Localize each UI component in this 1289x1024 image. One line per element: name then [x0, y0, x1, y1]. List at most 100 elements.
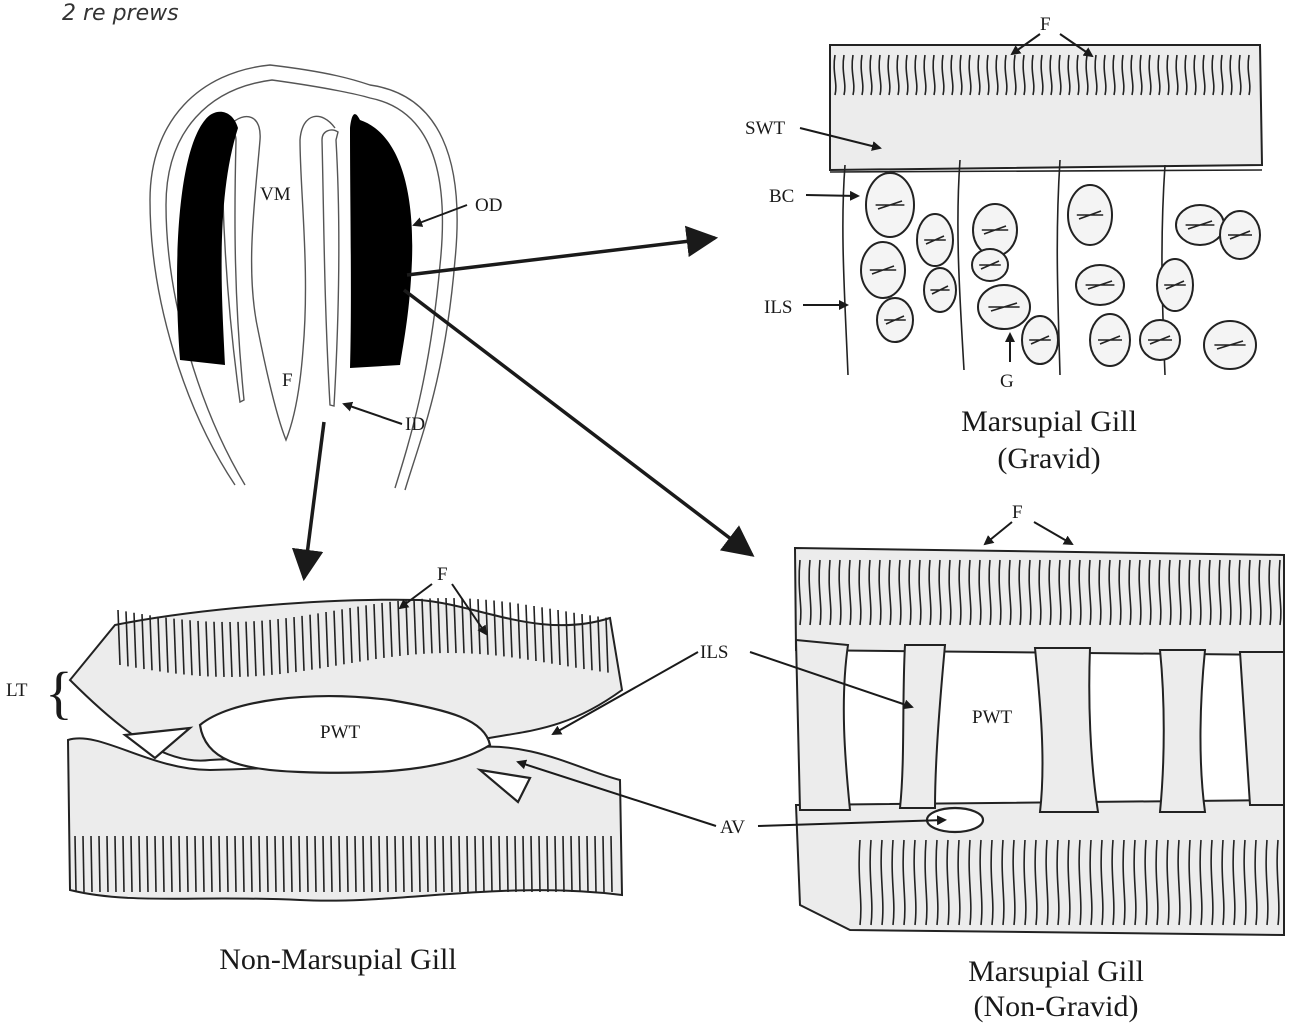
label-vm: VM [260, 184, 291, 205]
gill-filament [587, 836, 588, 892]
gill-filament [283, 836, 284, 892]
gill-filament [203, 836, 204, 892]
id-pointer-arrow [344, 404, 402, 424]
label-pwt-nonmarsupial: PWT [320, 722, 361, 743]
gill-filament [571, 836, 572, 892]
gill-filament [411, 836, 412, 892]
nongravid-septum-3 [1160, 650, 1205, 812]
gill-filament [315, 836, 316, 892]
gill-filament [267, 836, 268, 892]
gill-filament [475, 836, 476, 892]
arrow-to-non-marsupial [304, 422, 324, 578]
gill-filament [547, 836, 548, 892]
gill-filament [491, 836, 492, 892]
gravid-eggs [861, 173, 1260, 369]
gill-filament [531, 836, 532, 892]
gill-filament [579, 836, 580, 892]
gravid-septum-top [830, 170, 1262, 172]
scribble-digit: 2 re prews [62, 1, 179, 26]
gill-filament [427, 836, 428, 892]
gill-filament [291, 836, 292, 892]
caption-non-marsupial: Non-Marsupial Gill [219, 943, 456, 976]
gill-filament [339, 836, 340, 892]
gill-filament [251, 836, 252, 892]
gill-filament [611, 836, 612, 892]
gill-filament [443, 836, 444, 892]
outer-demibranch-left-gill [177, 112, 238, 365]
f-arrow-ng-right [1034, 522, 1072, 544]
caption-gravid-line1: Marsupial Gill [961, 405, 1137, 438]
nongravid-septum-2 [1035, 648, 1098, 812]
label-id: ID [405, 414, 425, 435]
visceral-mass-outline [230, 116, 335, 440]
gravid-outer-lamella [830, 45, 1262, 170]
gill-filament [107, 836, 108, 892]
nongravid-septum-1 [900, 645, 945, 808]
gill-filament [243, 836, 244, 892]
gill-filament [507, 836, 508, 892]
label-swt: SWT [745, 118, 786, 139]
gill-filament [99, 836, 100, 892]
gill-filament [451, 836, 452, 892]
gill-filament [419, 836, 420, 892]
gill-filament [211, 836, 212, 892]
gill-filament [347, 836, 348, 892]
gill-filament [139, 836, 140, 892]
non-marsupial-gill-section: F LT { PWT Non-Marsupial Gill [6, 564, 622, 976]
gill-filament [483, 836, 484, 892]
od-pointer-arrow [414, 205, 467, 225]
gill-filament [379, 836, 380, 892]
gill-filament [387, 836, 388, 892]
gill-filament [91, 836, 92, 892]
gill-filament [299, 836, 300, 892]
gill-filament [323, 836, 324, 892]
lt-brace: { [45, 660, 73, 725]
gill-filament [435, 836, 436, 892]
label-od: OD [475, 195, 502, 216]
label-ils-shared: ILS [700, 642, 729, 663]
gill-filament [195, 836, 196, 892]
gill-filament [187, 836, 188, 892]
inner-demibranch-right [322, 130, 339, 406]
label-g: G [1000, 371, 1014, 392]
bc-arrow [806, 195, 858, 196]
gill-filament [123, 836, 124, 892]
gill-filament [515, 836, 516, 892]
label-f-gravid: F [1040, 14, 1051, 35]
gill-filament [235, 836, 236, 892]
f-arrow-ng-left [985, 522, 1012, 544]
gravid-gill-section: F SWT BC ILS G Marsupial Gill (Gravid) [745, 14, 1262, 475]
gill-filament [259, 836, 260, 892]
gill-filament [363, 836, 364, 892]
gill-filament [603, 836, 604, 892]
gill-filament [539, 836, 540, 892]
gill-filament [331, 836, 332, 892]
outer-demibranch-right-gill [350, 114, 412, 368]
gill-filament [179, 836, 180, 892]
gill-filament [307, 836, 308, 892]
gill-filament [275, 836, 276, 892]
gill-filament [371, 836, 372, 892]
gill-filament [163, 836, 164, 892]
gill-filament [459, 836, 460, 892]
gill-filament [83, 836, 84, 892]
label-bc: BC [769, 186, 794, 207]
caption-nongravid-line2: (Non-Gravid) [974, 990, 1139, 1023]
gill-filament [115, 836, 116, 892]
label-pwt-nongravid: PWT [972, 707, 1013, 728]
non-gravid-gill-section: F PWT Marsupial Gill (Non-Gravid) [795, 502, 1284, 1023]
gill-filament [499, 836, 500, 892]
gill-filament [595, 836, 596, 892]
overview-cross-section: VM F OD ID [150, 65, 502, 490]
gill-filament [395, 836, 396, 892]
gill-filament [155, 836, 156, 892]
gill-filament [227, 836, 228, 892]
label-f-nonmarsupial: F [437, 564, 448, 585]
gill-filament [75, 836, 76, 892]
gill-filament [131, 836, 132, 892]
gill-filament [219, 836, 220, 892]
caption-nongravid-line1: Marsupial Gill [968, 955, 1144, 988]
label-f-nongravid: F [1012, 502, 1023, 523]
caption-gravid-line2: (Gravid) [997, 442, 1100, 475]
